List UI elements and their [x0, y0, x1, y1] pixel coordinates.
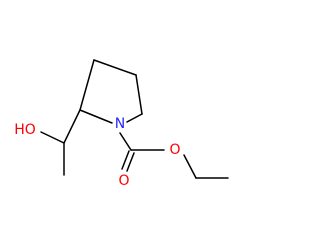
ring-bond-c5-n: [126, 113, 143, 123]
bond-side-carbon-hydroxyl: [40, 131, 65, 144]
hydroxyl-label: HO: [14, 122, 36, 138]
ring-bond-c4-c5: [135, 74, 143, 115]
double-bond-carbonyl-line-2: [126, 152, 135, 172]
double-bond-carbonyl-line-1: [121, 150, 130, 170]
ring-bond-n-c2: [79, 109, 113, 124]
carbonyl-oxygen-label: O: [118, 173, 129, 189]
ring-bond-c3-c4: [93, 59, 137, 76]
nitrogen-label: N: [115, 116, 125, 132]
molecule-structure: N HO O O: [14, 59, 229, 189]
ring-bond-c3-c2: [79, 59, 95, 111]
ester-oxygen-label: O: [169, 142, 180, 158]
bond-ester-oxygen-ethyl-ch2: [183, 154, 197, 179]
bond-c2-side-carbon: [63, 109, 81, 144]
bond-n-carbonyl-carbon: [119, 132, 132, 151]
